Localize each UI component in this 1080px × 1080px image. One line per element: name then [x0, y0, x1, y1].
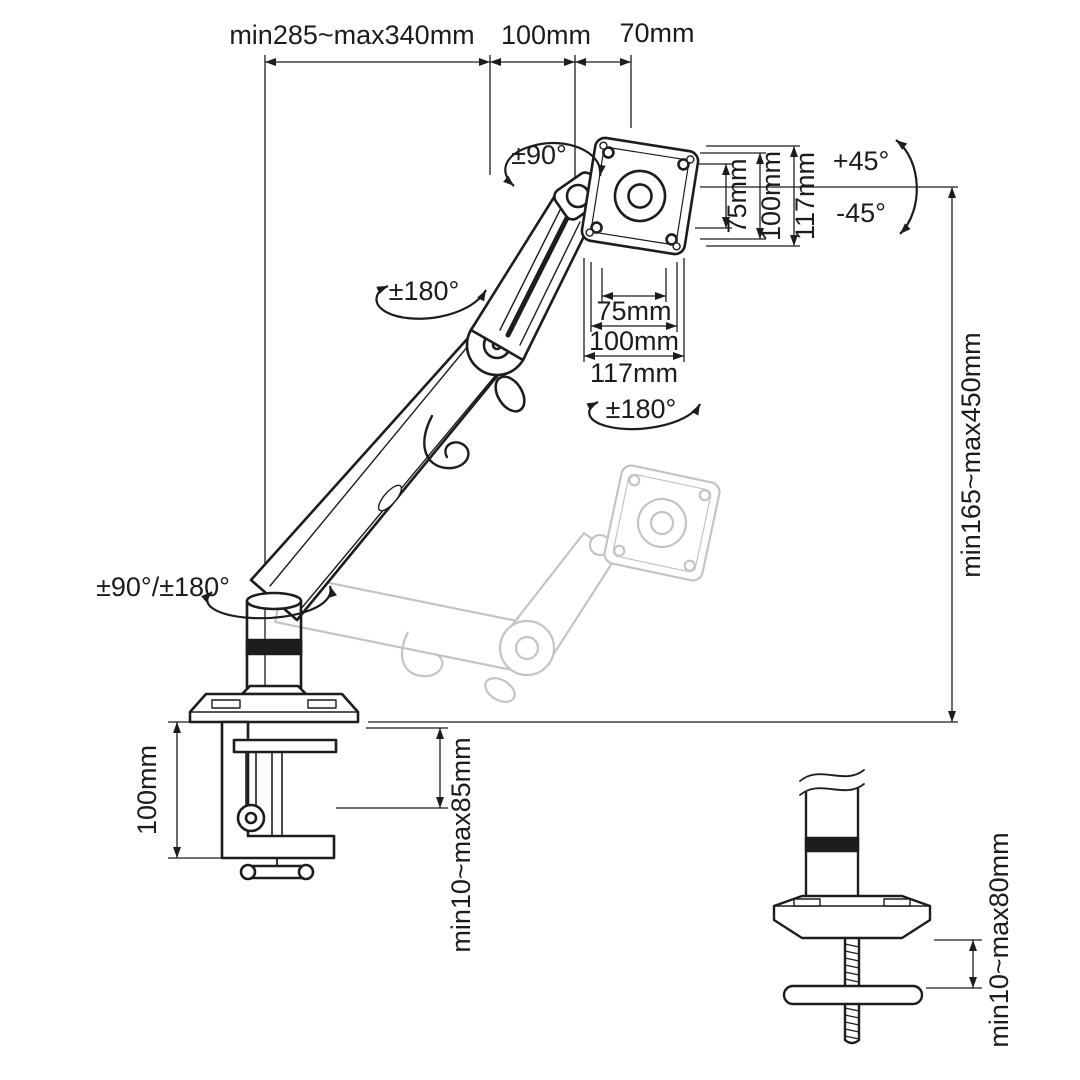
- ghost-vesa-plate: [603, 464, 721, 582]
- tilt-arrow: [895, 139, 918, 235]
- dimension-labels: min285~max340mm 100mm 70mm ±90° +45° -45…: [96, 18, 1014, 1048]
- vesa-hole: [602, 146, 615, 159]
- dim-clamp-depth: 100mm: [132, 745, 162, 835]
- head-swivel-arrow: [503, 141, 606, 187]
- dim-vesa-side-117: 117mm: [790, 152, 820, 240]
- dim-top-right: 70mm: [619, 18, 694, 48]
- dim-top-span: min285~max340mm: [229, 20, 474, 50]
- rotation-arrows: [201, 139, 918, 620]
- dim-vesa-bottom-100: 100mm: [589, 326, 679, 356]
- monitor-arm: [188, 136, 700, 881]
- ghost-cable-hook: [400, 631, 444, 678]
- label-tilt-up: +45°: [833, 146, 890, 176]
- grommet-plate: [782, 984, 924, 1006]
- dim-height-range: min165~max450mm: [956, 332, 986, 577]
- ghost-arm: [273, 464, 721, 703]
- vesa-hole: [677, 158, 690, 171]
- dim-vesa-side-75: 75mm: [722, 158, 752, 233]
- vesa-hole: [590, 221, 603, 234]
- dim-grommet-range: min10~max80mm: [984, 832, 1014, 1047]
- desk-clamp: [188, 684, 360, 881]
- dim-vesa-bottom-75: 75mm: [596, 296, 671, 326]
- pole: [245, 591, 303, 694]
- label-ghost-head-swivel: ±180°: [606, 394, 677, 424]
- base-swivel-arrow: [201, 585, 337, 620]
- dim-top-mid: 100mm: [501, 20, 591, 50]
- ghost-head-swivel-arrow: [586, 401, 701, 431]
- vesa-plate: [580, 136, 700, 256]
- cable-hook: [423, 414, 470, 470]
- dim-vesa-side-100: 100mm: [756, 151, 786, 241]
- dim-clamp-range: min10~max85mm: [446, 737, 476, 952]
- label-elbow-swivel: ±180°: [389, 276, 460, 306]
- dimension-lines: [168, 55, 982, 989]
- grommet-mount-detail: [772, 769, 932, 1045]
- label-tilt-down: -45°: [836, 198, 886, 228]
- label-head-swivel: ±90°: [511, 140, 567, 170]
- vesa-hole: [665, 233, 678, 246]
- label-base-swivel: ±90°/±180°: [96, 572, 230, 602]
- lower-arm: [249, 326, 514, 622]
- elbow-swivel-arrow: [375, 284, 487, 320]
- dim-vesa-bottom-117: 117mm: [590, 358, 678, 388]
- ghost-joint-cap: [484, 677, 516, 703]
